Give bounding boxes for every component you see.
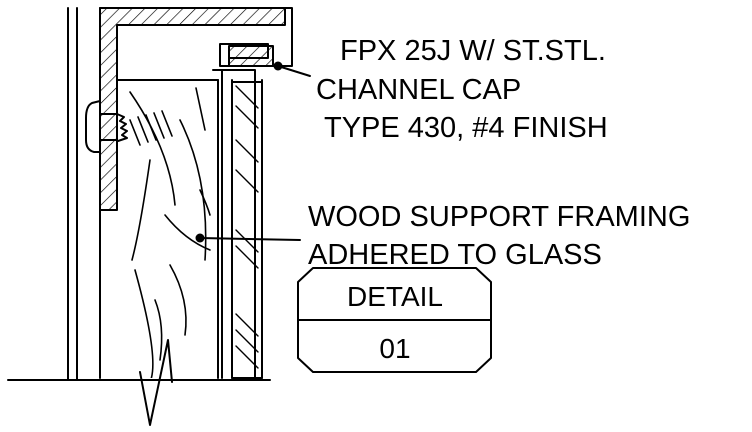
glass-panes [217, 79, 263, 379]
note-wood-framing-line1: WOOD SUPPORT FRAMING [308, 201, 690, 233]
detail-tag-number: 01 [379, 333, 410, 364]
note-channel-cap-line2: CHANNEL CAP [316, 74, 521, 106]
wood-grain [129, 87, 211, 378]
leader-lines [199, 65, 311, 241]
leader-dot-wood [195, 233, 205, 243]
channel-cap [212, 7, 293, 379]
fastener [85, 100, 128, 153]
detail-tag-label: DETAIL [347, 281, 443, 312]
leader-dot-cap [273, 61, 283, 71]
note-channel-cap: FPX 25J W/ ST.STL. CHANNEL CAP TYPE 430,… [316, 35, 608, 144]
note-wood-framing: WOOD SUPPORT FRAMING ADHERED TO GLASS [308, 201, 690, 271]
note-channel-cap-line3: TYPE 430, #4 FINISH [324, 112, 608, 144]
note-wood-framing-line2: ADHERED TO GLASS [308, 239, 602, 271]
note-channel-cap-line1: FPX 25J W/ ST.STL. [340, 35, 606, 67]
detail-tag-shape [297, 267, 492, 373]
wall-lines [67, 7, 78, 381]
break-lines [139, 339, 173, 426]
